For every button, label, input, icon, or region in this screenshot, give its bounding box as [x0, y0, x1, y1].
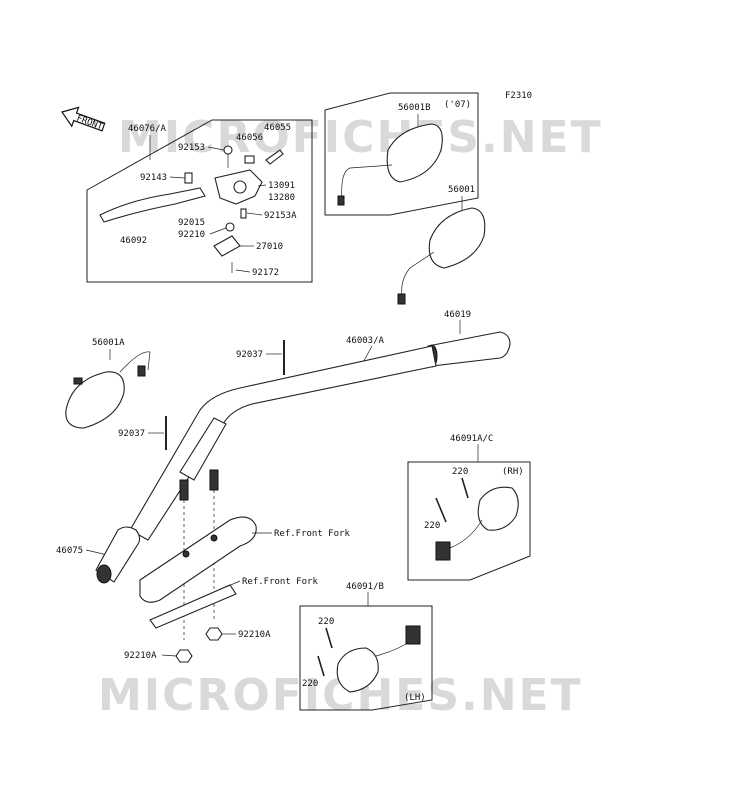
label-13091: 13091 [268, 181, 295, 191]
label-92037b: 92037 [118, 429, 145, 439]
label-56001: 56001 [448, 185, 475, 195]
label-92015: 92015 [178, 218, 205, 228]
label-92153A: 92153A [264, 211, 297, 221]
mirror-56001: 56001 [397, 185, 486, 305]
handlebar-46003A: 46003/A [129, 336, 437, 541]
label-ref-front-fork-1: Ref.Front Fork [274, 529, 350, 539]
label-220c: 220 [318, 617, 334, 627]
figure-code: F2310 [505, 91, 532, 101]
label-46076A: 46076/A [128, 124, 167, 134]
label-220a: 220 [452, 467, 468, 477]
grip-46019: 46019 [426, 310, 511, 368]
collar-92143 [184, 172, 193, 184]
label-ref-front-fork-2: Ref.Front Fork [242, 577, 318, 587]
bolt-92153 [223, 145, 233, 155]
watermark-top: MICROFICHES.NET [118, 112, 603, 163]
label-92210Ab: 92210A [124, 651, 157, 661]
label-46091AC: 46091A/C [450, 434, 493, 444]
label-220b: 220 [424, 521, 440, 531]
label-27010: 27010 [256, 242, 283, 252]
label-92037a: 92037 [236, 350, 263, 360]
front-arrow-icon: FRONT [61, 106, 106, 133]
label-rh: (RH) [502, 467, 524, 477]
clutch-lever-assembly: 46076/A 46056 46055 92153 92143 13091 13… [86, 119, 313, 283]
label-46075: 46075 [56, 546, 83, 556]
label-46056: 46056 [236, 133, 263, 143]
screw-92153A [240, 208, 247, 219]
label-56001B: 56001B [398, 103, 431, 113]
label-92143: 92143 [140, 173, 167, 183]
lever [99, 187, 206, 223]
label-56001A: 56001A [92, 338, 125, 348]
mirror-07-box: 56001B ('07) [324, 92, 479, 216]
switch-27010 [213, 235, 241, 257]
cap-46056 [244, 155, 255, 164]
label-92153: 92153 [178, 143, 205, 153]
label-46019: 46019 [444, 310, 471, 320]
label-lh: (LH) [404, 693, 426, 703]
washer-92210 [225, 222, 235, 232]
switch-box-lh: 46091/B 220 220 (LH) [299, 582, 433, 711]
label-07: ('07) [444, 100, 471, 110]
bolt-92037-upper: 92037 [236, 340, 285, 375]
label-46091B: 46091/B [346, 582, 384, 592]
switch-housing-lh [336, 647, 379, 693]
label-220d: 220 [302, 679, 318, 689]
switch-box-rh: 46091A/C 220 (RH) 220 [407, 434, 531, 581]
mirror-56001B [386, 123, 443, 183]
label-46092: 46092 [120, 236, 147, 246]
grip-46075: 46075 [56, 526, 141, 584]
label-13280: 13280 [268, 193, 295, 203]
label-46003A: 46003/A [346, 336, 385, 346]
nut-92210A-left: 92210A [124, 649, 193, 663]
mirror-56001A: 56001A [65, 338, 151, 429]
nut-92210A-right: 92210A [205, 627, 271, 641]
label-46055: 46055 [264, 123, 291, 133]
handlebar-clamp: Ref.Front Fork Ref.Front Fork [139, 469, 350, 640]
label-92210Aa: 92210A [238, 630, 271, 640]
label-92172: 92172 [252, 268, 279, 278]
svg-text:FRONT: FRONT [75, 114, 104, 133]
switch-housing-rh [477, 486, 519, 531]
bolt-46055 [265, 149, 284, 165]
bolt-92037-lower: 92037 [118, 416, 167, 450]
label-92210: 92210 [178, 230, 205, 240]
